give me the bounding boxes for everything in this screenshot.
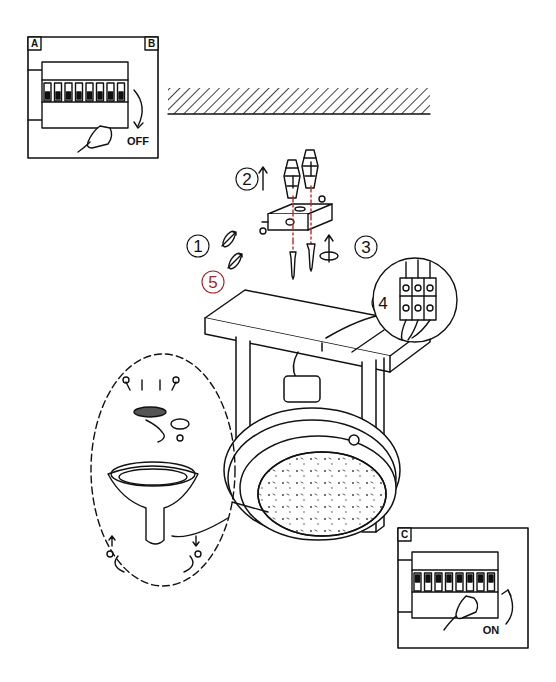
callout-number: 5 — [208, 274, 217, 291]
callout-number: 4 — [378, 295, 387, 312]
screws — [260, 196, 325, 279]
callout-number: 1 — [193, 238, 202, 255]
switch-state: OFF — [127, 136, 149, 147]
axis-line — [292, 196, 293, 258]
ceiling-hatch — [168, 88, 430, 114]
callout-circles — [187, 168, 394, 314]
mounting-bracket — [262, 204, 332, 230]
corner-letter: C — [401, 530, 408, 540]
corner-letter: B — [148, 39, 155, 49]
corner-letter: A — [31, 39, 38, 49]
terminal-detail — [352, 258, 457, 352]
breaker-on-inset — [398, 528, 528, 648]
breaker-off-inset — [28, 37, 158, 158]
switch-state: ON — [483, 625, 500, 636]
callout-number: 2 — [242, 171, 251, 188]
callout-number: 3 — [361, 239, 370, 256]
ceiling-line — [168, 113, 430, 114]
bulb-detail — [91, 354, 268, 586]
rotation-arrows — [221, 167, 338, 271]
wall-plugs — [284, 150, 318, 198]
